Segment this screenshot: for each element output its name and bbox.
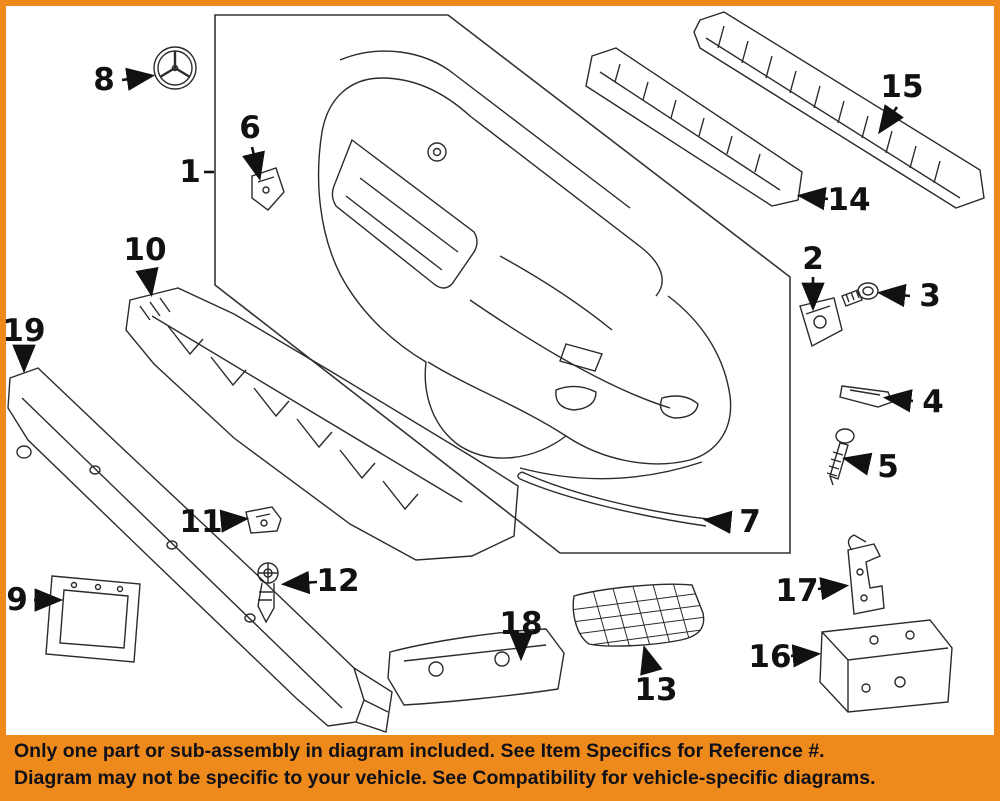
callout-arrow-6	[242, 146, 265, 182]
part-drawing-16	[819, 619, 953, 713]
part-drawing-7	[517, 471, 709, 527]
banner-line2: Diagram may not be specific to your vehi…	[14, 767, 876, 789]
part-drawing-emblem	[153, 46, 197, 90]
callout-arrow-7	[702, 510, 733, 534]
callout-arrow-8	[121, 67, 156, 91]
part-drawing-13	[572, 583, 705, 647]
callout-arrow-4	[882, 389, 914, 413]
part-drawing-6	[251, 167, 285, 211]
part-drawing-17	[847, 534, 885, 615]
callout-arrow-17	[817, 577, 850, 601]
callout-arrow-13	[640, 645, 663, 676]
callout-arrow-5	[841, 452, 873, 476]
part-drawing-11	[245, 506, 282, 534]
part-drawing-9	[45, 575, 141, 663]
part-drawing-15	[693, 11, 985, 209]
part-drawing-5	[826, 428, 855, 486]
diagram-paper	[6, 6, 994, 735]
callout-arrow-15	[878, 104, 904, 135]
callout-arrow-14	[796, 187, 829, 211]
callout-arrow-11	[219, 509, 250, 533]
part-drawing-2	[799, 297, 843, 348]
callout-arrow-12	[280, 570, 318, 595]
part-drawing-bumper-cover	[317, 50, 732, 480]
part-drawing-10	[125, 287, 519, 561]
callout-arrow-3	[876, 283, 911, 308]
callout-arrow-10	[135, 266, 159, 298]
part-drawing-3	[841, 282, 879, 307]
callout-arrows-layer	[12, 67, 914, 676]
part-drawing-12	[257, 562, 279, 624]
callout-arrow-16	[790, 644, 822, 668]
disclaimer-banner: Only one part or sub-assembly in diagram…	[6, 735, 994, 795]
part-drawing-14	[585, 47, 803, 207]
part-boundary-box	[214, 14, 791, 554]
banner-line1: Only one part or sub-assembly in diagram…	[14, 740, 825, 762]
part-drawing-19	[7, 367, 393, 733]
part-drawing-18	[387, 628, 565, 706]
part-drawing-4	[839, 385, 893, 408]
